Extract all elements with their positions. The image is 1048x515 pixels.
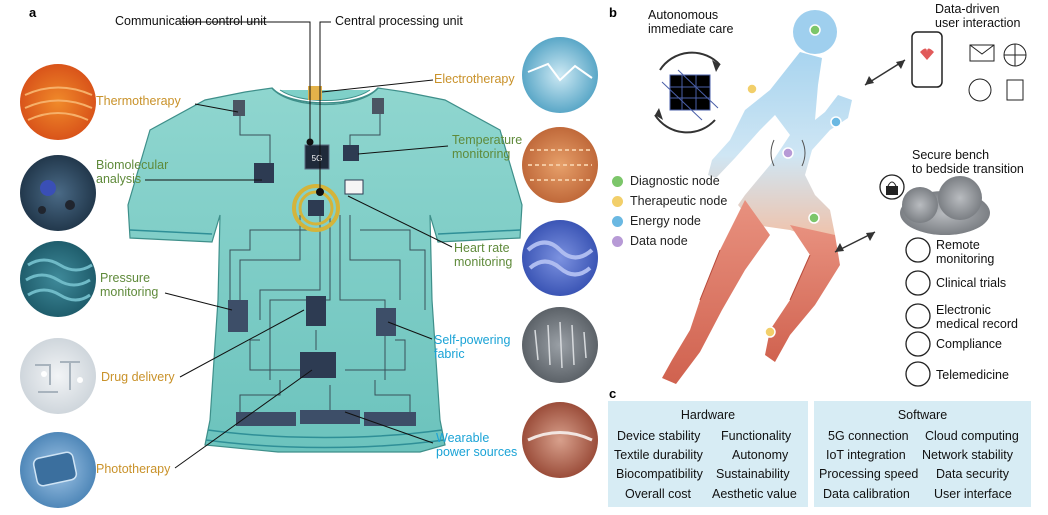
self-powering-image — [522, 307, 598, 383]
electrotherapy-image — [522, 37, 598, 113]
service-compliance: Compliance — [936, 337, 1003, 351]
legend-data: Data node — [612, 234, 688, 248]
autonomous-care-label: Autonomous immediate care — [648, 8, 734, 36]
cpu-label: Central processing unit — [335, 14, 463, 28]
hardware-cell: Overall cost — [625, 487, 691, 501]
hardware-title: Hardware — [680, 408, 736, 422]
legend-therapeutic: Therapeutic node — [612, 194, 727, 208]
energy-dot-icon — [612, 215, 623, 227]
secure-bench-label: Secure bench to bedside transition — [912, 148, 1024, 176]
service-clinical-trials: Clinical trials — [936, 276, 1007, 290]
remote-monitoring-icon — [905, 237, 931, 263]
software-cell: Data security — [936, 467, 1009, 481]
therapeutic-dot-icon — [612, 195, 623, 207]
legend-diagnostic: Diagnostic node — [612, 174, 720, 188]
drug-delivery-label: Drug delivery — [101, 370, 175, 384]
compliance-icon — [905, 331, 931, 357]
biomolecular-image — [20, 155, 96, 231]
service-icons — [905, 237, 931, 387]
wearable-power-label: Wearable power sources — [436, 431, 518, 459]
service-electronic-record: Electronic medical record — [936, 303, 1018, 331]
software-cell: User interface — [934, 487, 1012, 501]
pressure-label: Pressure monitoring — [100, 271, 159, 299]
hardware-cell: Aesthetic value — [712, 487, 797, 501]
hardware-cell: Functionality — [721, 429, 792, 443]
software-cell: 5G connection — [828, 429, 909, 443]
drug-delivery-image — [20, 338, 96, 414]
panel-a-leader-lines — [145, 21, 453, 469]
panel-letter-c: c — [609, 386, 617, 401]
software-cell: Cloud computing — [925, 429, 1019, 443]
wearable-power-image — [522, 402, 598, 478]
legend-energy: Energy node — [612, 214, 701, 228]
software-cell: Processing speed — [819, 467, 919, 481]
software-cell: IoT integration — [826, 448, 906, 462]
runner-figure — [662, 10, 852, 384]
hardware-cell: Textile durability — [614, 448, 703, 462]
5g-chip-label: 5G — [312, 154, 323, 163]
temperature-image — [522, 127, 598, 203]
heart-rate-image — [522, 220, 598, 296]
software-box: Software 5G connection Cloud computing I… — [814, 401, 1031, 507]
comm-unit-label: Communication control unit — [115, 14, 267, 28]
software-cell: Network stability — [922, 448, 1013, 462]
panel-letter-a: a — [29, 5, 37, 20]
hardware-box: Hardware Device stability Functionality … — [608, 401, 808, 507]
software-cell: Data calibration — [823, 487, 910, 501]
secure-cloud-icon — [834, 174, 990, 253]
self-powering-label: Self-powering fabric — [434, 333, 511, 361]
clinical-trials-icon — [905, 270, 931, 296]
phototherapy-label: Phototherapy — [96, 462, 171, 476]
temperature-label: Temperature monitoring — [452, 133, 523, 161]
data-driven-label: Data-driven user interaction — [935, 2, 1021, 30]
thermotherapy-image — [20, 64, 96, 140]
electrotherapy-label: Electrotherapy — [434, 72, 515, 86]
smart-shirt: 5G — [127, 86, 523, 453]
pressure-image — [20, 241, 96, 317]
telemedicine-icon — [905, 361, 931, 387]
biomolecular-label: Biomolecular analysis — [96, 158, 169, 186]
software-title: Software — [897, 408, 948, 422]
data-dot-icon — [612, 235, 623, 247]
hardware-cell: Device stability — [617, 429, 701, 443]
medical-record-icon — [905, 303, 931, 329]
data-interaction-icons — [864, 31, 1027, 102]
autonomous-care-icon — [654, 51, 721, 134]
hardware-cell: Biocompatibility — [616, 467, 703, 481]
panel-letter-b: b — [609, 5, 617, 20]
service-telemedicine: Telemedicine — [936, 368, 1009, 382]
phototherapy-image — [20, 432, 96, 508]
service-remote-monitoring: Remote monitoring — [936, 238, 995, 266]
hardware-cell: Autonomy — [732, 448, 789, 462]
hardware-cell: Sustainability — [716, 467, 790, 481]
heart-rate-label: Heart rate monitoring — [454, 241, 513, 269]
diagnostic-dot-icon — [612, 175, 623, 187]
thermotherapy-label: Thermotherapy — [96, 94, 181, 108]
